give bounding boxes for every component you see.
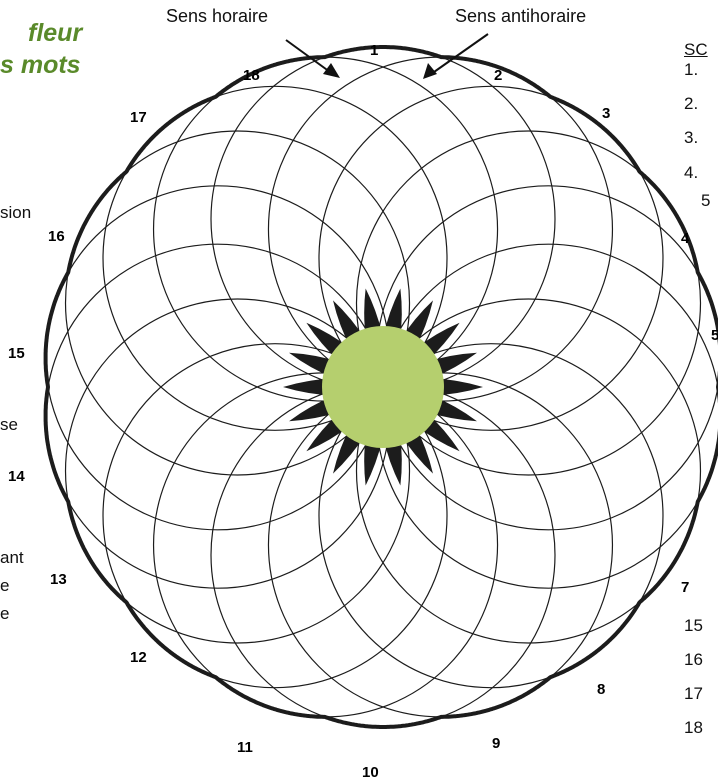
petal-number-11: 11 [237, 739, 253, 756]
petal-number-5: 5 [711, 327, 718, 344]
petal-number-16: 16 [48, 228, 65, 245]
petal-number-15: 15 [8, 345, 25, 362]
center-disc [322, 326, 444, 448]
petal-number-7: 7 [681, 579, 689, 596]
petal-number-2: 2 [494, 67, 502, 84]
petal-number-8: 8 [597, 681, 605, 698]
petal-number-13: 13 [50, 571, 67, 588]
petal-number-17: 17 [130, 109, 147, 126]
petal-number-9: 9 [492, 735, 500, 752]
petal-number-12: 12 [130, 649, 147, 666]
petal-number-18: 18 [243, 67, 260, 84]
petal-number-1: 1 [370, 42, 378, 59]
counterclockwise-arrow [423, 34, 488, 79]
petal-number-14: 14 [8, 468, 25, 485]
petal-number-10: 10 [362, 764, 379, 780]
petal-number-4: 4 [681, 230, 690, 247]
petal-number-3: 3 [602, 105, 610, 122]
